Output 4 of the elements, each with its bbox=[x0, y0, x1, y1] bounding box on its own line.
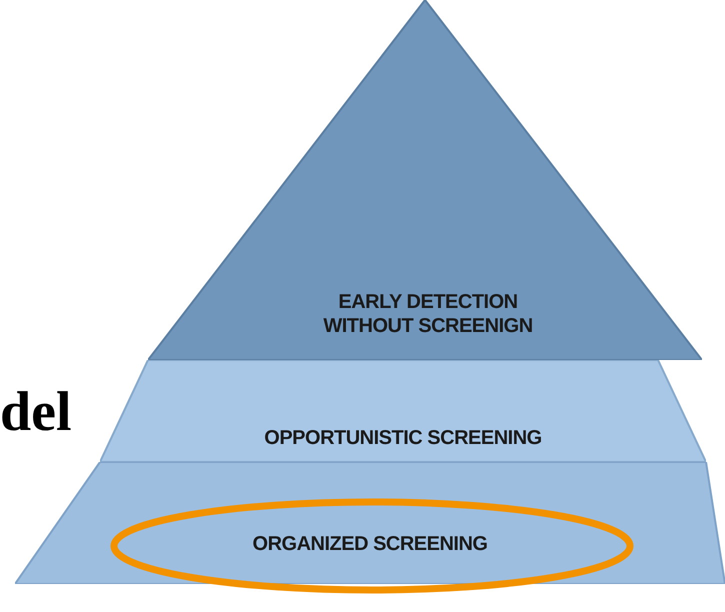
heading-fragment: del bbox=[0, 380, 72, 444]
tier-label: EARLY DETECTION WITHOUT SCREENIGN bbox=[322, 290, 534, 338]
tier-label: ORGANIZED SCREENING bbox=[252, 532, 488, 556]
tier-label: OPPORTUNISTIC SCREENING bbox=[263, 426, 543, 450]
